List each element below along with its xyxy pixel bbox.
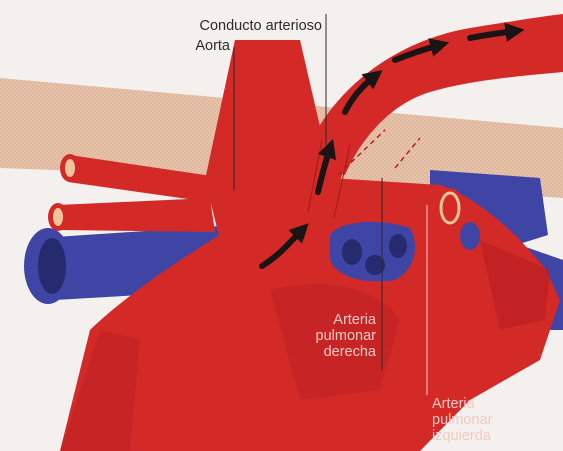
label-left-pa-line-2: pulmonar [432,412,542,428]
label-left-pa-line-3: izquierda [432,428,542,444]
pulmonary-vein-opening [460,222,480,250]
label-left-pa-line-1: Arteria [432,396,542,412]
label-right-pulmonary-artery: Arteria pulmonar derecha [300,312,376,360]
vessel-cross-section [53,208,63,226]
label-ductus-arteriosus: Conducto arterioso [188,18,322,34]
vena-cava-lumen [38,238,66,294]
label-right-pa-line-2: pulmonar [300,328,376,344]
label-right-pa-line-1: Arteria [300,312,376,328]
vessel-cross-section [65,159,75,177]
vessel-lumen [389,234,407,258]
vessel-lumen [342,239,362,265]
label-aorta: Aorta [168,38,230,54]
label-right-pa-line-3: derecha [300,344,376,360]
label-left-pulmonary-artery: Arteria pulmonar izquierda [432,396,542,444]
